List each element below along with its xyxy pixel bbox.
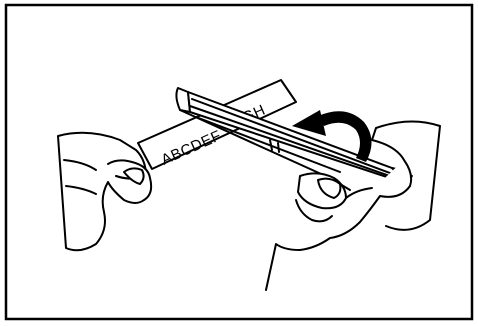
instruction-illustration: ABCDEF GH (0, 0, 478, 326)
